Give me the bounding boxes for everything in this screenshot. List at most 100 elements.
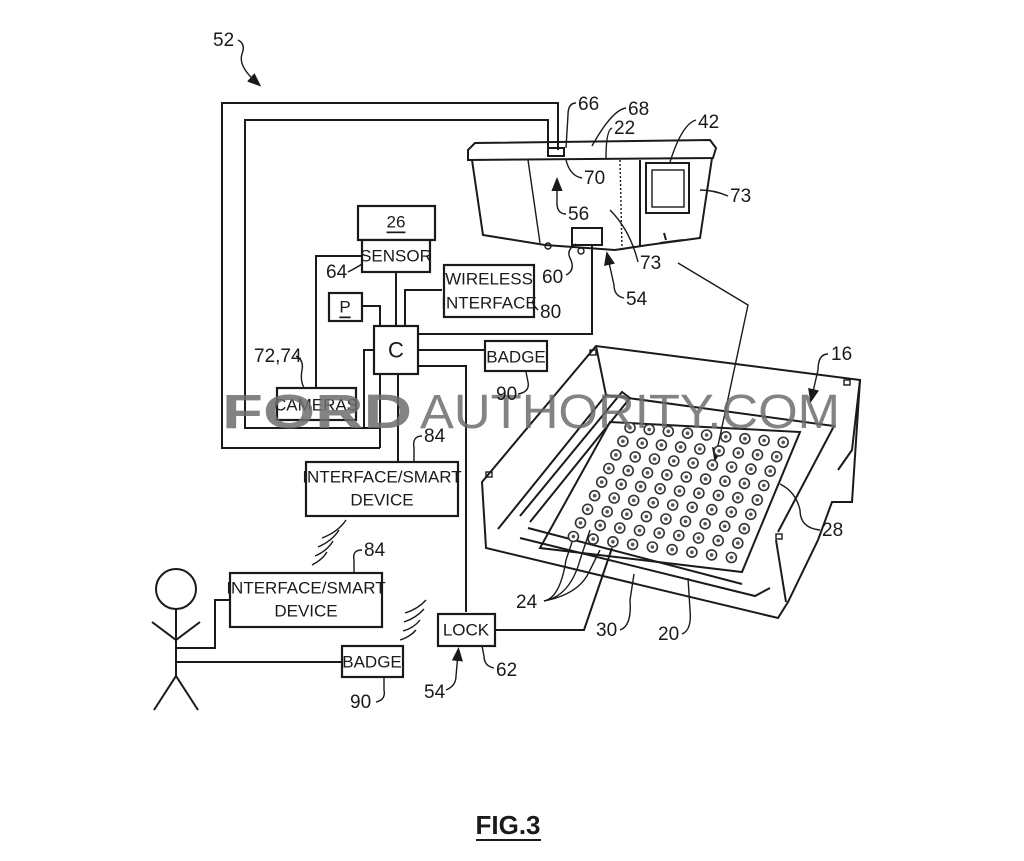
- sensor-dot-center: [618, 526, 622, 530]
- interface-smart-device-block-top: INTERFACE/SMART DEVICE: [302, 460, 462, 518]
- sensor-dot-center: [626, 468, 630, 473]
- wireless-label-line1: WIRELESS: [445, 270, 533, 289]
- watermark-authority: AUTHORITY.COM: [420, 386, 840, 439]
- sensor-dot-center: [690, 550, 694, 554]
- watermark-ford: FORD: [222, 386, 412, 439]
- sensor-dot-center: [647, 427, 651, 432]
- sensor-dot-center: [749, 512, 753, 517]
- sensor-dot-center: [670, 547, 674, 552]
- sensor-dot-center: [703, 522, 707, 526]
- wireless-interface-block: WIRELESS INTERFACE: [441, 263, 537, 319]
- sensor-dot-center: [690, 505, 694, 510]
- sensor-dot-center: [736, 451, 741, 455]
- leader-lid-to-bin: [677, 262, 749, 462]
- sensor-dot-center: [612, 496, 616, 500]
- sensor-dot-center: [710, 463, 715, 467]
- sensor-dot-center: [630, 542, 635, 547]
- sensor-dot-center: [658, 487, 662, 491]
- sensor-dot-center: [742, 481, 747, 486]
- ref-28: 28: [822, 520, 843, 541]
- reference-numerals: 52 66 68 22 42 70 73 56 60 73 54 64 80 7…: [213, 30, 852, 713]
- lid-assembly: [467, 138, 718, 255]
- ref-54b: 54: [424, 682, 446, 703]
- ref-42: 42: [698, 112, 719, 133]
- sensor-dot-center: [666, 429, 671, 434]
- badge-user-label: BADGE: [342, 653, 402, 672]
- ref-24: 24: [516, 592, 538, 613]
- ref-84b: 84: [364, 540, 386, 561]
- sensor-dot-center: [774, 454, 779, 459]
- sensor-dot-center: [672, 459, 676, 463]
- ref-30: 30: [596, 620, 617, 641]
- sensor-dot-center: [619, 482, 623, 487]
- sensor-dot-center: [755, 498, 760, 502]
- sensor-dot-center: [781, 440, 785, 445]
- sensor-dot-center: [650, 545, 655, 549]
- p-block: P: [327, 291, 364, 323]
- wireless-signal-icon-device: [311, 519, 347, 566]
- ref-90a: 90: [496, 384, 517, 405]
- sensor-dot-center: [657, 531, 661, 535]
- wireless-signal-icon-badge: [399, 599, 427, 641]
- sensor-dot-center: [736, 495, 740, 500]
- ref-90b: 90: [350, 692, 371, 713]
- ref-16: 16: [831, 344, 852, 365]
- sensor-dot-center: [621, 439, 625, 444]
- ref-62: 62: [496, 660, 517, 681]
- sensor-dot-center: [652, 457, 657, 461]
- sensor-dot-center: [598, 523, 602, 528]
- sensor-dot-center: [762, 483, 766, 488]
- sensor-dot-center: [665, 473, 669, 477]
- sensor-dot-center: [614, 453, 618, 457]
- ref-56: 56: [568, 204, 589, 225]
- sensor-dot-center: [631, 498, 636, 503]
- sensor-dot-center: [683, 519, 688, 524]
- controller-block: C: [372, 324, 420, 376]
- sensor-dot-center: [685, 431, 690, 436]
- controller-label: C: [388, 338, 404, 363]
- sensor-dot-center: [611, 540, 615, 544]
- ref-80: 80: [540, 302, 561, 323]
- ref-66: 66: [578, 94, 599, 115]
- sensor-dot-center: [591, 537, 595, 541]
- ref-73a: 73: [730, 186, 751, 207]
- ref-20: 20: [658, 624, 679, 645]
- sensor-dot-center: [755, 453, 760, 457]
- sensor-dot-center: [703, 477, 708, 481]
- watermark: FORD AUTHORITY.COM: [222, 386, 840, 439]
- sensor-pad-dots: [567, 421, 790, 564]
- sensor-dot-center: [607, 466, 611, 471]
- sensor-dot-center: [605, 509, 609, 514]
- sensor-dot-center: [633, 455, 637, 459]
- interface-user-line1: INTERFACE/SMART: [226, 579, 385, 598]
- sensor-dot-center: [723, 479, 727, 484]
- ref-7274: 72,74: [254, 346, 302, 367]
- ref-73b: 73: [640, 253, 661, 274]
- sensor-dot-center: [717, 449, 721, 453]
- sensor-dot-center: [768, 469, 772, 473]
- block-26-label: 26: [387, 213, 406, 232]
- sensor-dot-center: [664, 517, 668, 521]
- interface-top-line1: INTERFACE/SMART: [302, 468, 461, 487]
- ref-22: 22: [614, 118, 635, 139]
- sensor-dot-center: [742, 526, 747, 531]
- sensor-block: SENSOR: [360, 238, 432, 274]
- sensor-dot-center: [696, 536, 701, 540]
- sensor-dot-center: [578, 521, 583, 525]
- sensor-dot-center: [729, 465, 734, 469]
- ref-70: 70: [584, 168, 605, 189]
- figure-caption: FIG.3: [475, 810, 540, 840]
- sensor-dot-center: [677, 489, 682, 493]
- sensor-dot-center: [592, 493, 597, 498]
- badge-top-label: BADGE: [486, 348, 546, 367]
- p-label: P: [339, 298, 350, 317]
- sensor-dot-center: [691, 461, 695, 465]
- sensor-dot-center: [571, 534, 576, 539]
- lock-label: LOCK: [443, 621, 490, 640]
- sensor-dot-center: [678, 445, 683, 449]
- sensor-dot-center: [684, 475, 689, 479]
- block-26: 26: [356, 204, 437, 242]
- sensor-dot-center: [644, 514, 649, 519]
- badge-block-top: BADGE: [483, 339, 549, 373]
